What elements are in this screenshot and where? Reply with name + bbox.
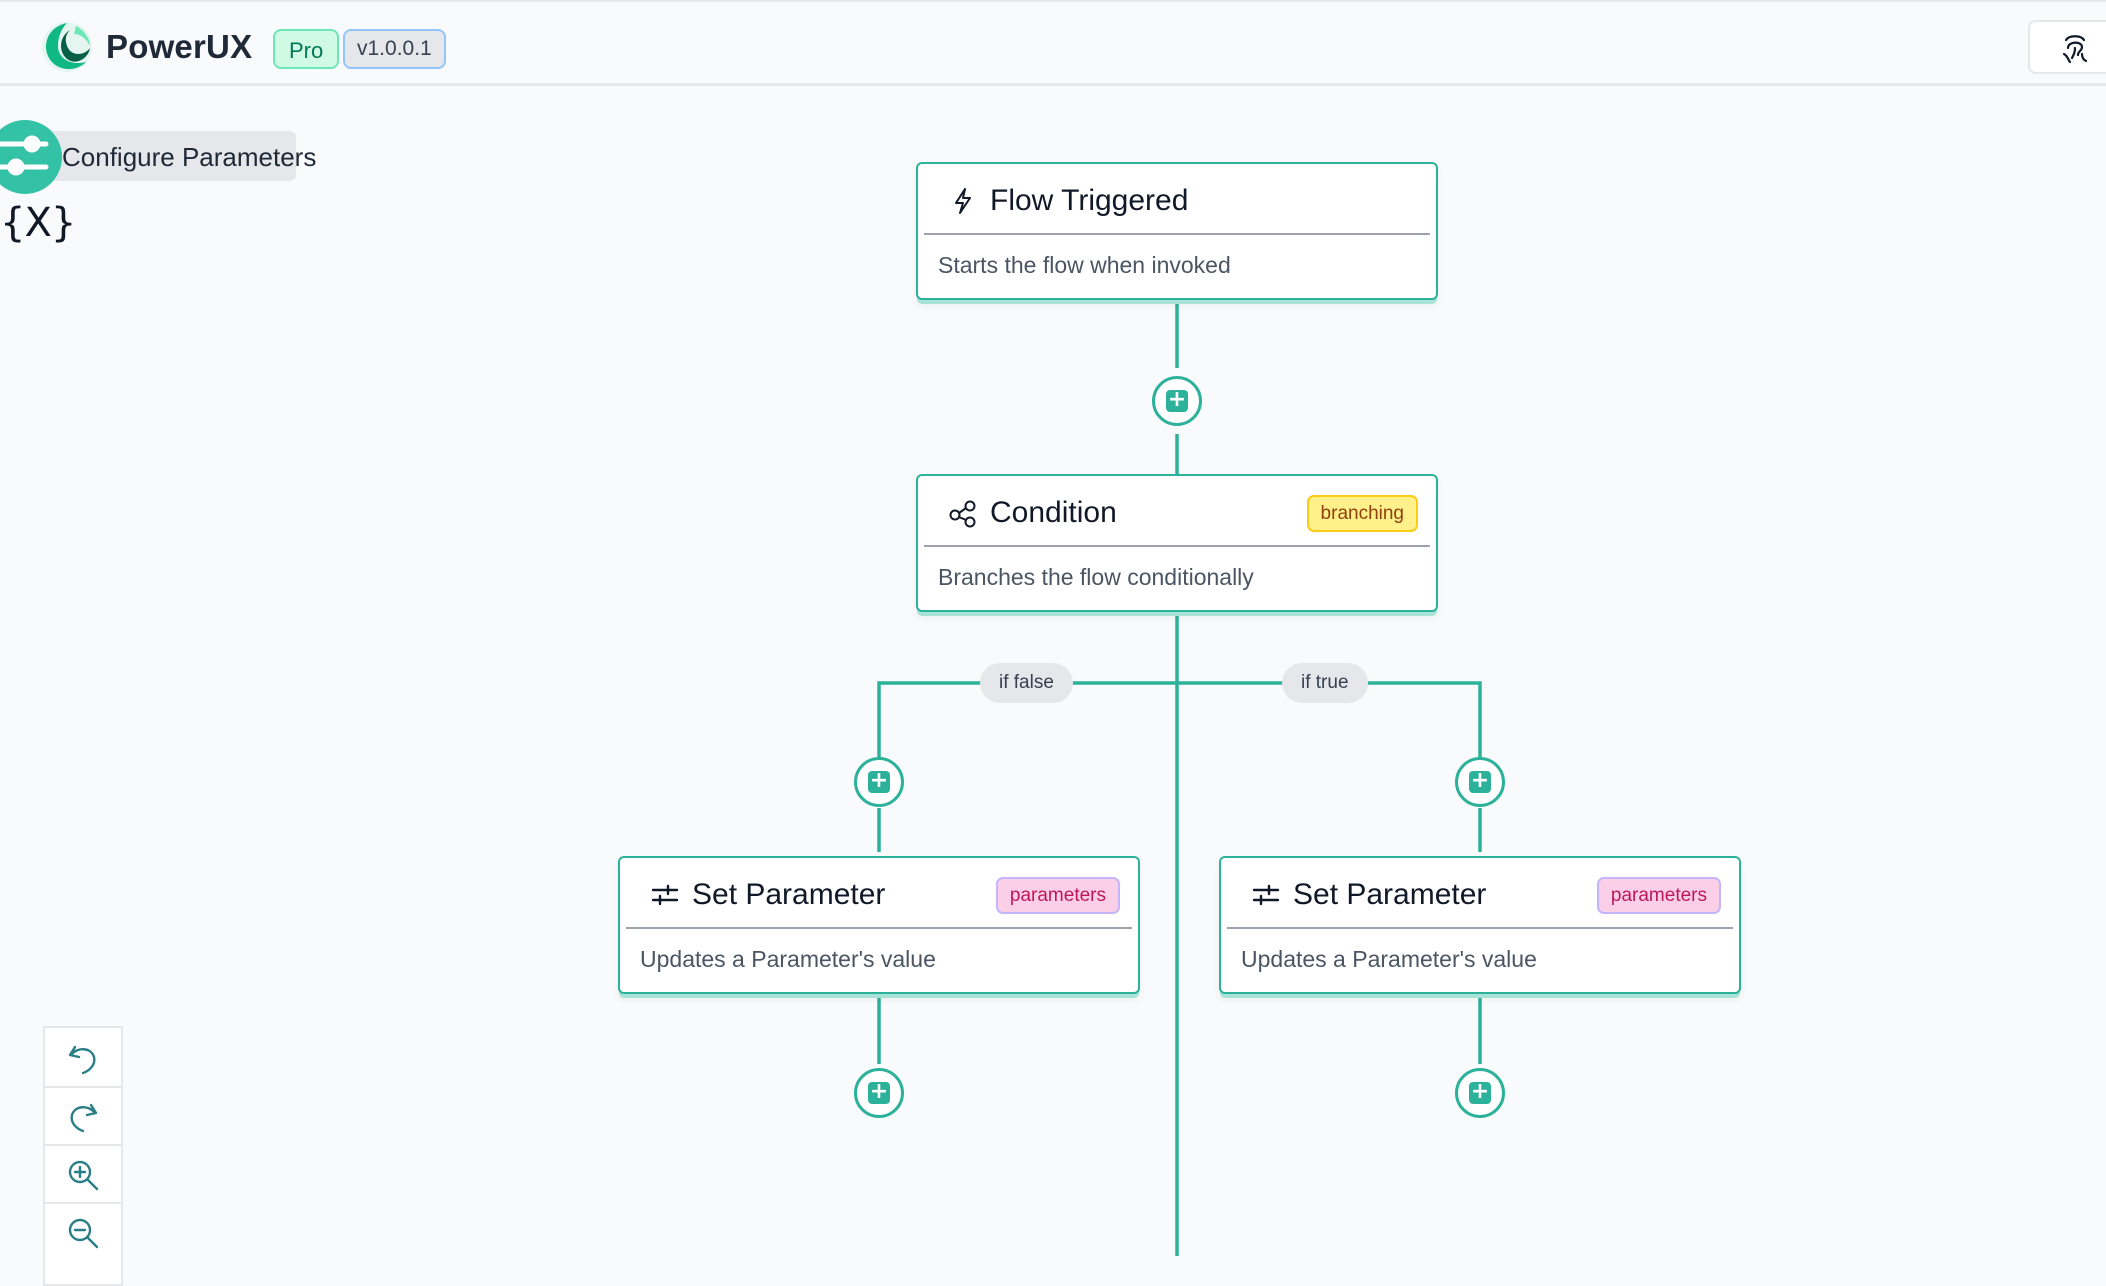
node-title: Condition (990, 496, 1117, 529)
zoom-out-icon (68, 1218, 99, 1249)
undo-button[interactable] (45, 1028, 121, 1088)
node-condition[interactable]: Condition branching Branches the flow co… (916, 474, 1438, 612)
undo-icon (68, 1045, 96, 1075)
add-step-button-true-branch[interactable]: + (1455, 757, 1505, 807)
add-step-button[interactable]: + (1152, 376, 1202, 426)
account-button[interactable] (2028, 20, 2106, 74)
sliders-icon (651, 884, 679, 906)
node-description: Branches the flow conditionally (938, 564, 1254, 590)
node-description: Updates a Parameter's value (1241, 946, 1537, 972)
app-logo-icon (42, 22, 92, 72)
share-nodes-icon (949, 500, 976, 528)
brand-name: PowerUX (106, 28, 253, 65)
add-step-button-after-false[interactable]: + (854, 1068, 904, 1118)
node-title: Flow Triggered (990, 184, 1189, 217)
node-tag-branching: branching (1306, 495, 1418, 532)
branch-label-true: if true (1282, 663, 1368, 703)
node-description: Updates a Parameter's value (640, 946, 936, 972)
zoom-out-button[interactable] (45, 1202, 121, 1260)
node-header: Flow Triggered (924, 164, 1430, 235)
configure-parameters-label: Configure Parameters (62, 142, 317, 172)
node-description: Starts the flow when invoked (938, 252, 1231, 278)
node-flow-triggered[interactable]: Flow Triggered Starts the flow when invo… (916, 162, 1438, 300)
node-header: Set Parameter parameters (1227, 858, 1733, 929)
node-tag-parameters: parameters (1596, 877, 1721, 914)
flow-connectors (877, 300, 1482, 1256)
user-fingerprint-icon (2062, 35, 2088, 64)
lightning-icon (955, 188, 971, 214)
add-step-button-false-branch[interactable]: + (854, 757, 904, 807)
redo-icon (70, 1103, 98, 1133)
zoom-in-icon (68, 1160, 99, 1191)
node-set-parameter-false[interactable]: Set Parameter parameters Updates a Param… (618, 856, 1140, 994)
node-title: Set Parameter (1293, 878, 1487, 911)
variables-icon[interactable]: {X} (0, 200, 76, 246)
node-header: Condition branching (924, 476, 1430, 547)
node-title: Set Parameter (692, 878, 886, 911)
zoom-in-button[interactable] (45, 1144, 121, 1204)
redo-button[interactable] (45, 1086, 121, 1146)
sliders-icon (1252, 884, 1280, 906)
node-tag-parameters: parameters (995, 877, 1120, 914)
version-badge: v1.0.0.1 (343, 29, 446, 69)
add-step-button-after-true[interactable]: + (1455, 1068, 1505, 1118)
plan-badge: Pro (273, 29, 340, 69)
app-header: PowerUX Pro v1.0.0.1 (0, 0, 2106, 86)
node-header: Set Parameter parameters (626, 858, 1132, 929)
configure-parameters-icon[interactable] (0, 120, 62, 194)
node-set-parameter-true[interactable]: Set Parameter parameters Updates a Param… (1219, 856, 1741, 994)
branch-label-false: if false (980, 663, 1073, 703)
canvas-toolbar (43, 1026, 123, 1286)
